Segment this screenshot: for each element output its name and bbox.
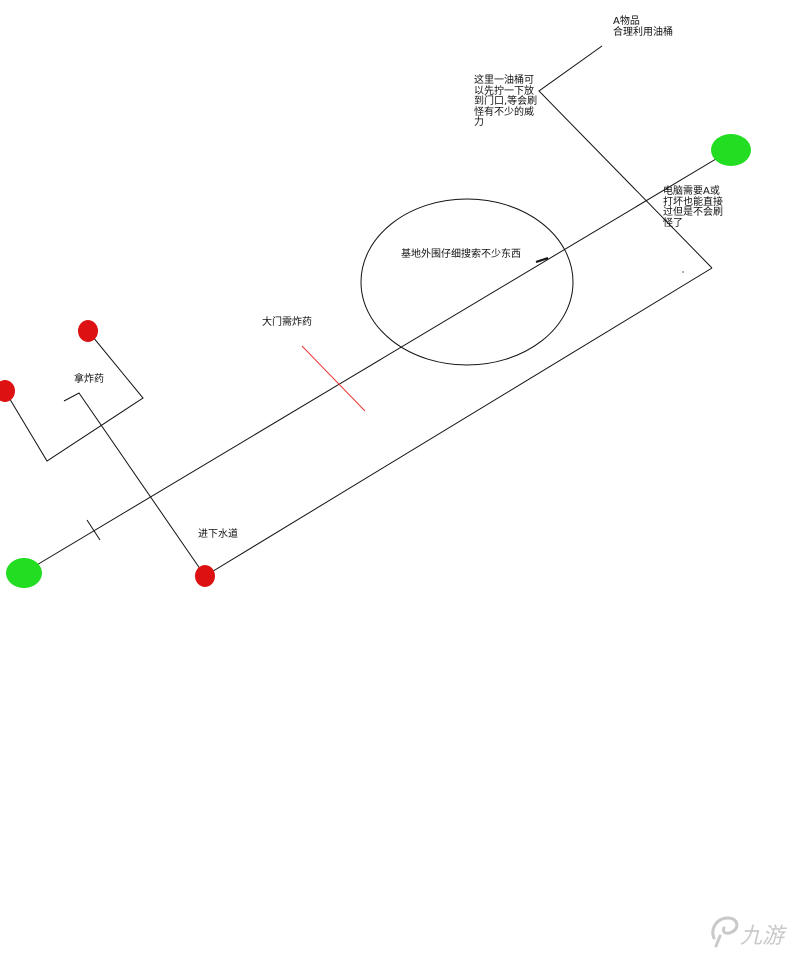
explosive-node-upper	[78, 320, 98, 342]
sewer-node	[195, 565, 215, 587]
computer-note: 电脑需要A或打坏也能直接过但是不会刷怪了	[663, 186, 723, 229]
gate-marker	[301, 345, 366, 412]
end-node	[711, 134, 751, 166]
watermark-icon	[711, 916, 739, 948]
main-route-line	[24, 149, 732, 573]
route-tick-mark	[86, 519, 101, 541]
speck	[682, 271, 684, 273]
base-search-area	[360, 198, 574, 366]
item-a-label: A物品 合理利用油桶	[613, 16, 673, 38]
lower-route-line	[204, 267, 713, 577]
base-search-label: 基地外围仔细搜索不少东西	[401, 249, 521, 260]
sewer-branch-line	[63, 392, 206, 577]
oil-barrel-note: 这里一油桶可以先拧一下放到门口,等会刷怪有不少的威力	[474, 75, 538, 128]
watermark-logo: 九游	[706, 912, 798, 952]
gate-label: 大门需炸药	[262, 317, 312, 328]
upper-route-line	[538, 45, 713, 269]
get-explosive-label: 拿炸药	[74, 374, 104, 385]
start-node	[6, 558, 42, 588]
sewer-label: 进下水道	[198, 529, 238, 540]
explosive-node-left	[0, 380, 15, 402]
route-arrow-mark	[535, 257, 549, 263]
explosive-branch-line	[4, 330, 144, 462]
watermark-text: 九游	[740, 924, 785, 949]
